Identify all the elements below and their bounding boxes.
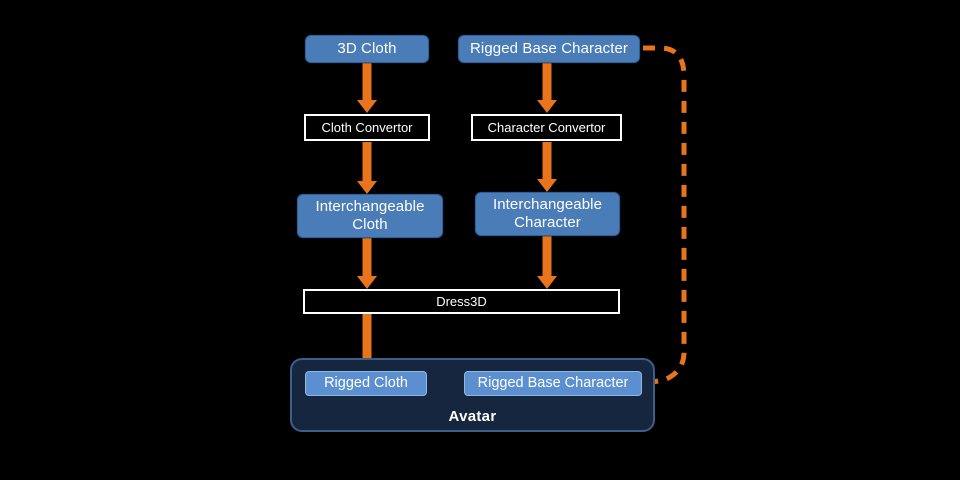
arrow-character-to-character-convertor: [537, 62, 557, 113]
node-interchangeable-character[interactable]: Interchangeable Character: [475, 192, 620, 236]
arrow-shaft: [362, 238, 372, 276]
arrow-shaft: [362, 314, 372, 359]
node-character-convertor[interactable]: Character Convertor: [471, 114, 622, 141]
arrow-shaft: [362, 142, 372, 181]
node-rigged-base-character-source[interactable]: Rigged Base Character: [458, 35, 640, 63]
arrow-shaft: [542, 62, 552, 100]
arrow-interchangeable-cloth-to-dress3d: [357, 238, 377, 289]
arrow-cloth-convertor-to-interchangeable-cloth: [357, 142, 377, 194]
arrow-head: [357, 181, 377, 194]
arrow-head: [357, 100, 377, 113]
node-dress3d[interactable]: Dress3D: [303, 289, 620, 314]
arrow-head: [537, 179, 557, 192]
arrow-interchangeable-character-to-dress3d: [537, 236, 557, 289]
node-interchangeable-cloth[interactable]: Interchangeable Cloth: [297, 194, 443, 238]
node-3d-cloth[interactable]: 3D Cloth: [305, 35, 429, 63]
arrow-head: [357, 276, 377, 289]
arrow-shaft: [362, 62, 372, 100]
avatar-container[interactable]: Rigged Cloth Rigged Base Character Avata…: [290, 358, 655, 432]
arrow-character-convertor-to-interchangeable-character: [537, 142, 557, 192]
avatar-label: Avatar: [448, 408, 497, 425]
arrow-shaft: [542, 142, 552, 179]
arrow-head: [537, 276, 557, 289]
dashed-path: [643, 45, 687, 385]
arrow-head: [537, 100, 557, 113]
arrow-shaft: [542, 236, 552, 276]
node-rigged-base-character-output[interactable]: Rigged Base Character: [464, 371, 642, 396]
arrow-cloth-to-cloth-convertor: [357, 62, 377, 113]
node-cloth-convertor[interactable]: Cloth Convertor: [304, 114, 430, 141]
node-rigged-cloth[interactable]: Rigged Cloth: [305, 371, 427, 396]
